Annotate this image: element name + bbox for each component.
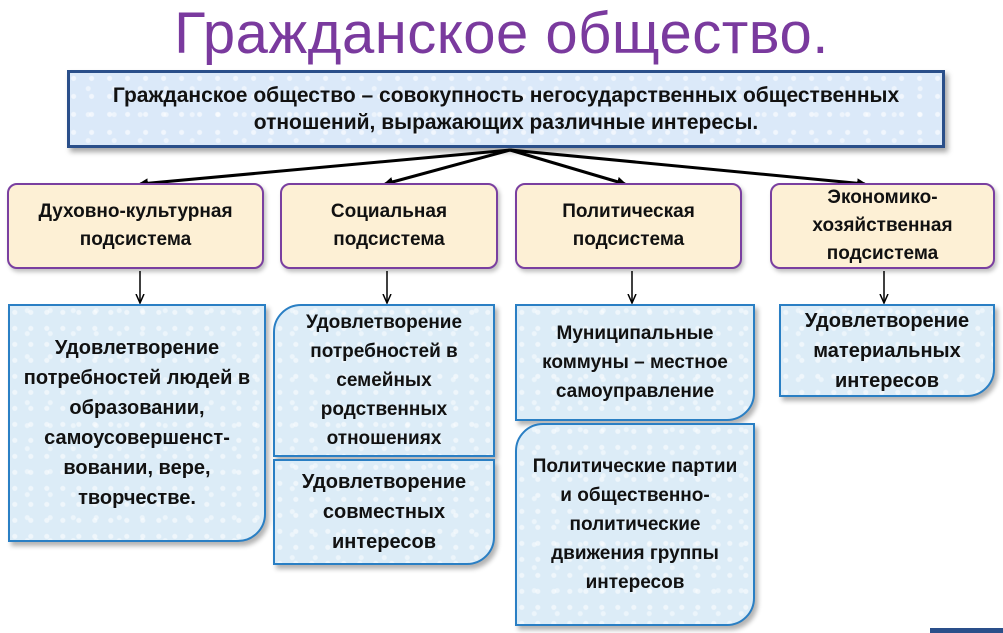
arrow-to-subsystem-1	[138, 148, 511, 189]
arrow-to-subsystem-2	[383, 148, 511, 187]
card-political-parties: Политические партии и общественно-полити…	[515, 423, 755, 626]
subsystem-label: Политическая подсистема	[562, 201, 695, 250]
card-joint-interests: Удовлетворение совместных интересов	[273, 459, 495, 565]
card-municipal-communes: Муниципальные коммуны – местное самоупра…	[515, 304, 755, 421]
page-title: Гражданское общество.	[174, 1, 829, 66]
subsystem-label: Экономико-хозяйственная подсистема	[812, 187, 953, 264]
card-text: Муниципальные коммуны – местное самоупра…	[542, 323, 728, 402]
subsystem-label: Социальная подсистема	[330, 201, 448, 250]
slide-corner-mark	[930, 628, 1003, 633]
card-family-relations: Удовлетворение потребностей в семейных р…	[273, 304, 495, 457]
card-text: Удовлетворение материальных интересов	[804, 309, 970, 392]
arrow-to-subsystem-3	[509, 148, 627, 187]
card-text: Удовлетворение совместных интересов	[301, 471, 467, 553]
definition-text: Гражданское общество – совокупность него…	[112, 84, 900, 134]
card-spiritual-needs: Удовлетворение потребностей людей в обра…	[8, 304, 266, 542]
subsystem-social: Социальная подсистема	[280, 183, 498, 269]
subsystem-political: Политическая подсистема	[515, 183, 742, 269]
subsystem-spiritual-cultural: Духовно-культурная подсистема	[7, 183, 264, 269]
subsystem-economic: Экономико-хозяйственная подсистема	[770, 183, 995, 269]
card-text: Политические партии и общественно-полити…	[532, 456, 738, 593]
card-material-interests: Удовлетворение материальных интересов	[779, 304, 995, 397]
card-text: Удовлетворение потребностей людей в обра…	[23, 337, 251, 509]
definition-box: Гражданское общество – совокупность него…	[67, 70, 945, 148]
arrow-to-subsystem-4	[509, 148, 867, 189]
card-text: Удовлетворение потребностей в семейных р…	[305, 312, 463, 449]
subsystem-label: Духовно-культурная подсистема	[38, 201, 233, 250]
